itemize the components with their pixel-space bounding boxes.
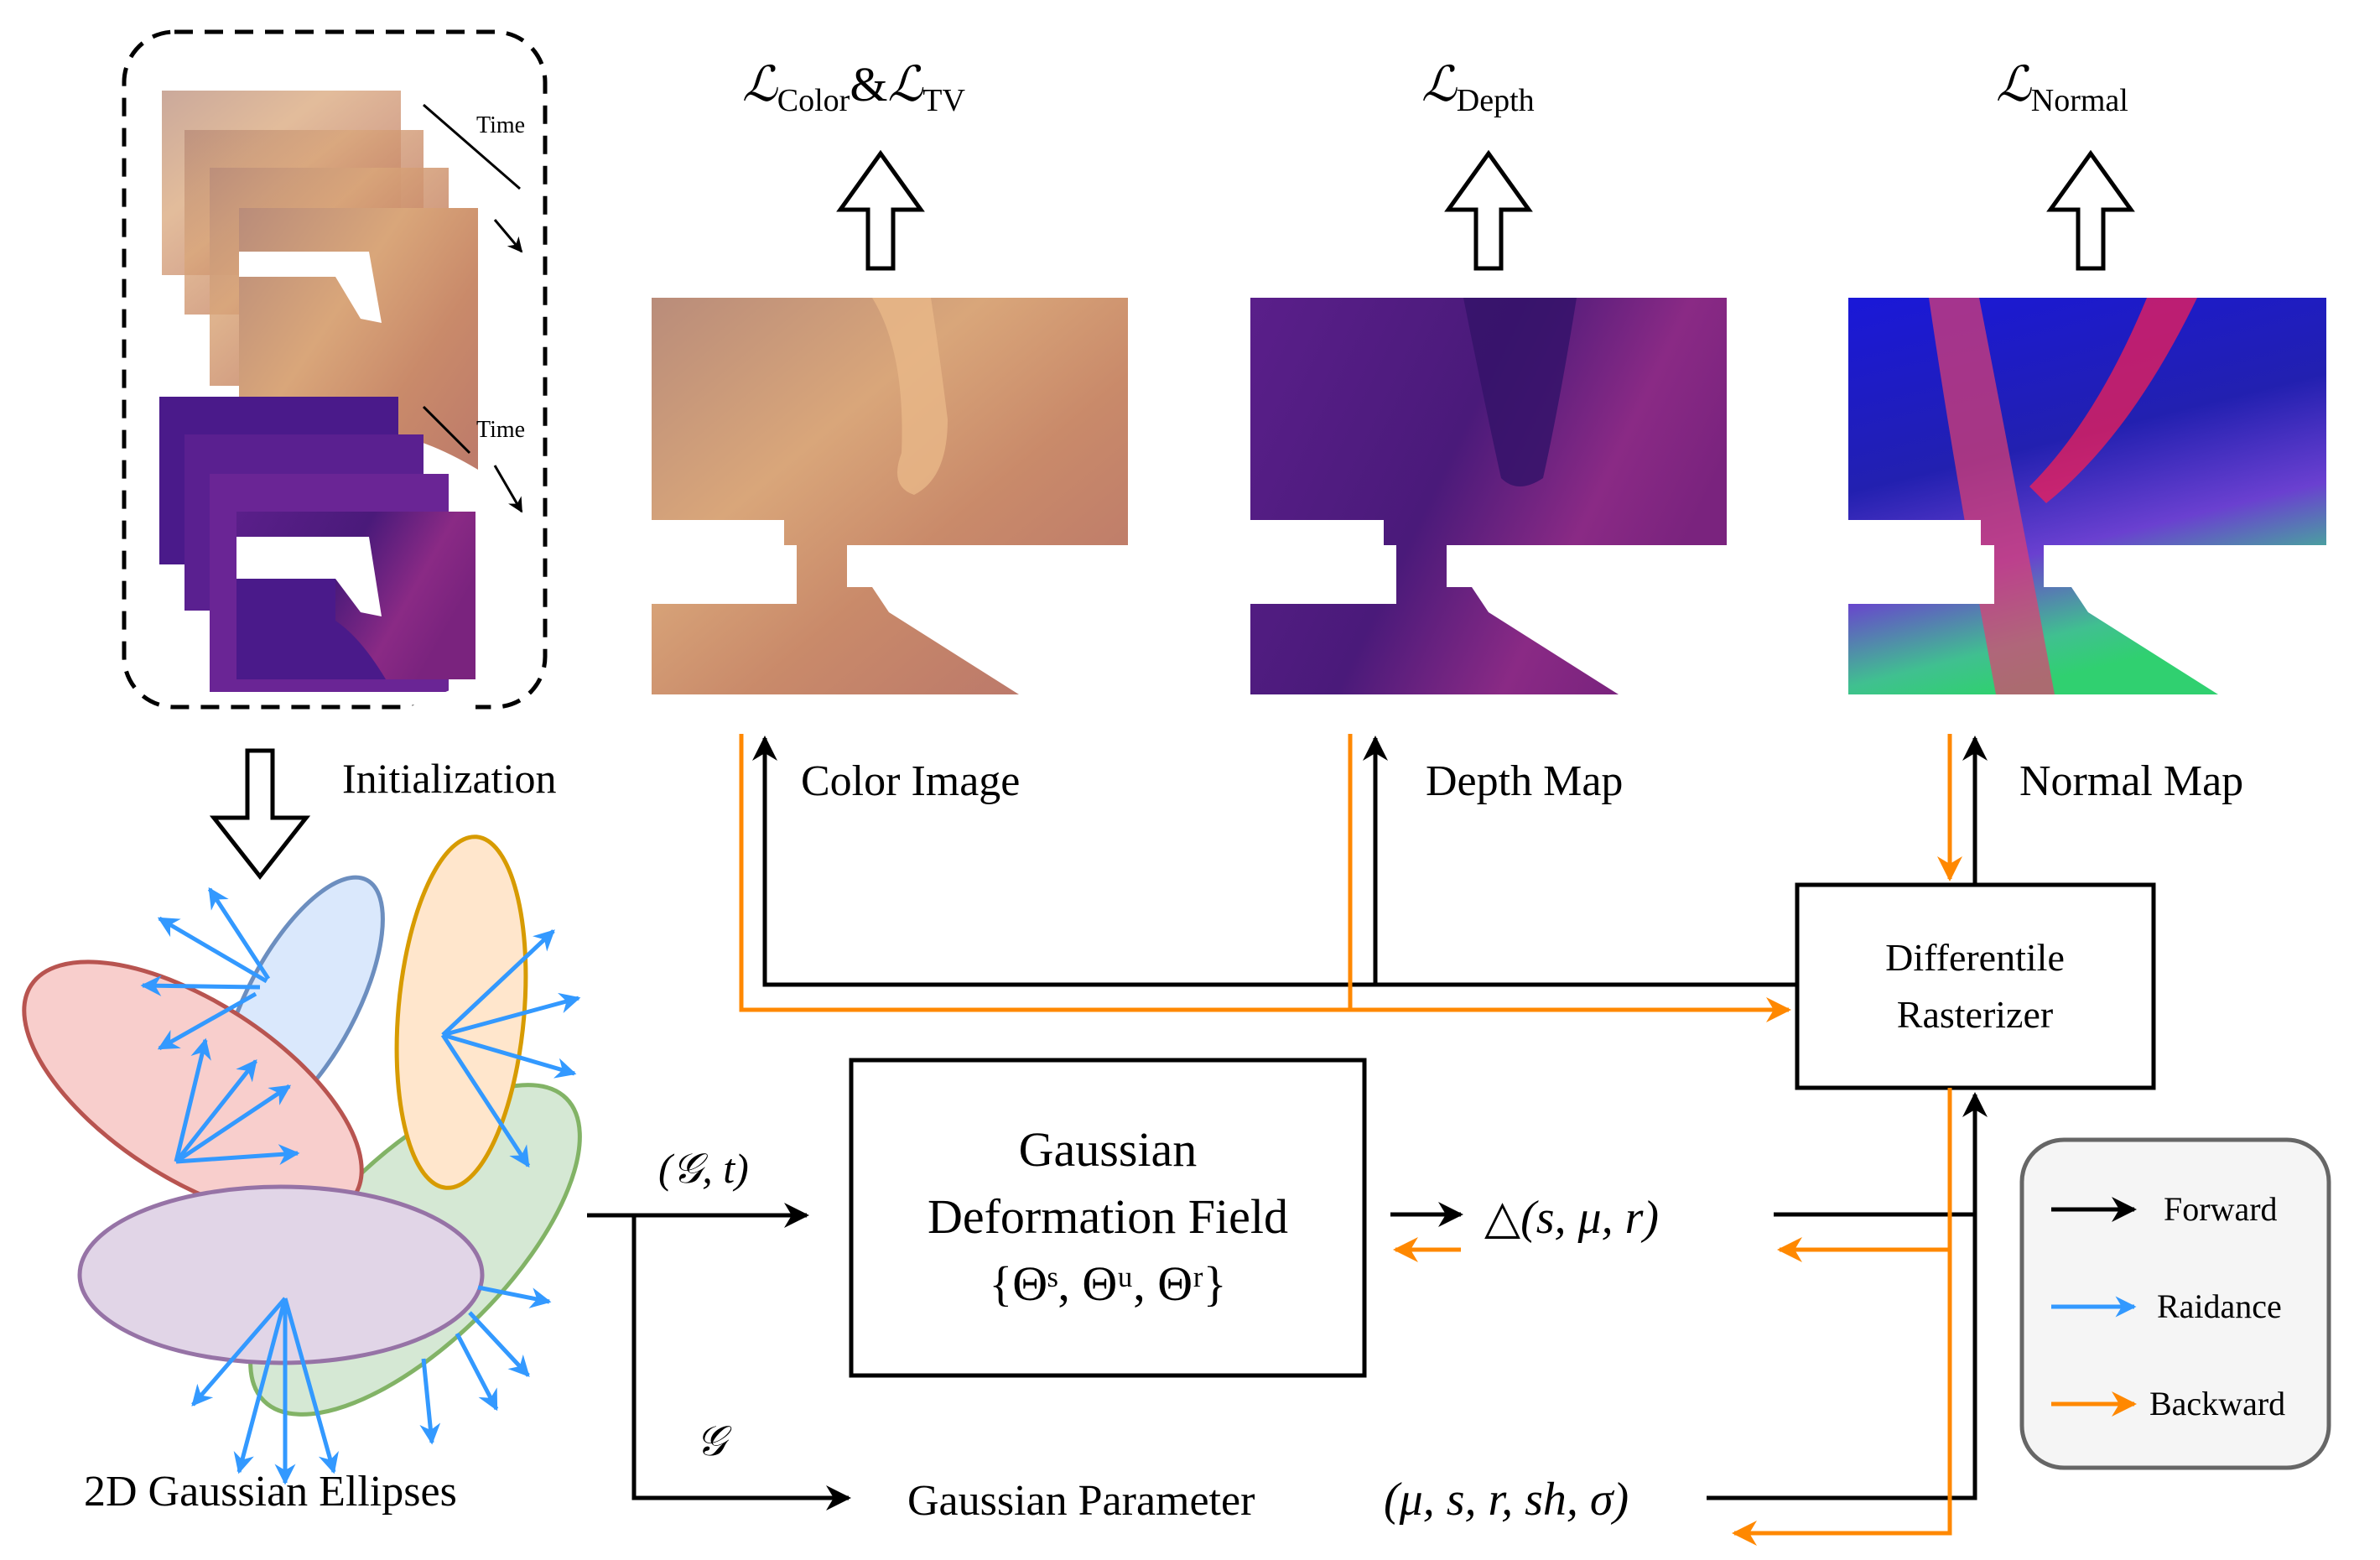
normal-loss-label: ℒNormal (1996, 57, 2128, 118)
ellipse-orange (394, 835, 528, 1190)
depth-map (1250, 298, 1727, 694)
deformation-label-line2: Deformation Field (928, 1189, 1288, 1244)
input-g-t-label: (𝒢, t) (658, 1145, 749, 1192)
gaussian-ellipses (22, 835, 582, 1485)
rasterizer-label-line2: Rasterizer (1897, 993, 2053, 1036)
depth-frames-stack (159, 397, 475, 772)
input-routes (587, 1203, 851, 1511)
input-g-label: 𝒢 (696, 1417, 732, 1464)
forward-output-routes (752, 736, 1988, 987)
svg-text:Forward: Forward (2164, 1190, 2278, 1228)
ellipse-purple (77, 1184, 485, 1365)
radiance-arrows (140, 887, 581, 1485)
param-backward-route (1732, 1088, 1952, 1546)
gaussian-parameter-label: Gaussian Parameter (907, 1477, 1255, 1525)
depth-loss-label: ℒDepth (1421, 57, 1535, 118)
initialization-arrow-icon (209, 748, 311, 881)
param-forward-route (1707, 1092, 1988, 1500)
ellipses-label: 2D Gaussian Ellipses (84, 1468, 457, 1516)
normal-loss-arrow-icon (2046, 149, 2135, 271)
svg-text:Raidance: Raidance (2157, 1287, 2282, 1325)
delta-label: △(s, μ, r) (1484, 1192, 1659, 1244)
depth-map-label: Depth Map (1426, 757, 1623, 805)
legend-item-forward: Forward (2051, 1190, 2278, 1228)
color-image (652, 298, 1128, 694)
time-arrow-bottom (422, 405, 471, 455)
deformation-field-box: Gaussian Deformation Field {Θˢ, Θᵘ, Θʳ} (849, 1058, 1367, 1378)
normal-map (1848, 298, 2326, 694)
rasterizer-label-line1: Differentile (1885, 936, 2065, 979)
color-image-label: Color Image (801, 757, 1020, 805)
backward-loss-routes (739, 734, 1962, 1022)
depth-loss-arrow-icon (1444, 149, 1533, 271)
deformation-label-line3: {Θˢ, Θᵘ, Θʳ} (989, 1256, 1226, 1311)
delta-routes (1390, 1202, 1975, 1262)
color-loss-arrow-icon (836, 149, 925, 271)
input-frames-group: Time Time (122, 29, 548, 772)
legend: Forward Raidance Backward (2019, 1137, 2331, 1470)
svg-text:Backward: Backward (2149, 1385, 2285, 1422)
deformation-label-line1: Gaussian (1019, 1122, 1198, 1177)
initialization-label: Initialization (342, 755, 556, 802)
differentiable-rasterizer-box: Differentile Rasterizer (1795, 882, 2156, 1090)
normal-map-label: Normal Map (2019, 757, 2243, 805)
color-tv-loss-label: ℒColor&ℒTV (742, 57, 965, 118)
dashed-container (122, 29, 548, 710)
params-label: (μ, s, r, sh, σ) (1384, 1474, 1629, 1526)
legend-item-backward: Backward (2051, 1385, 2285, 1422)
legend-item-radiance: Raidance (2051, 1287, 2282, 1325)
time-arrow-top (423, 103, 521, 190)
time-label-bottom: Time (476, 417, 525, 443)
time-label-top: Time (476, 112, 525, 138)
